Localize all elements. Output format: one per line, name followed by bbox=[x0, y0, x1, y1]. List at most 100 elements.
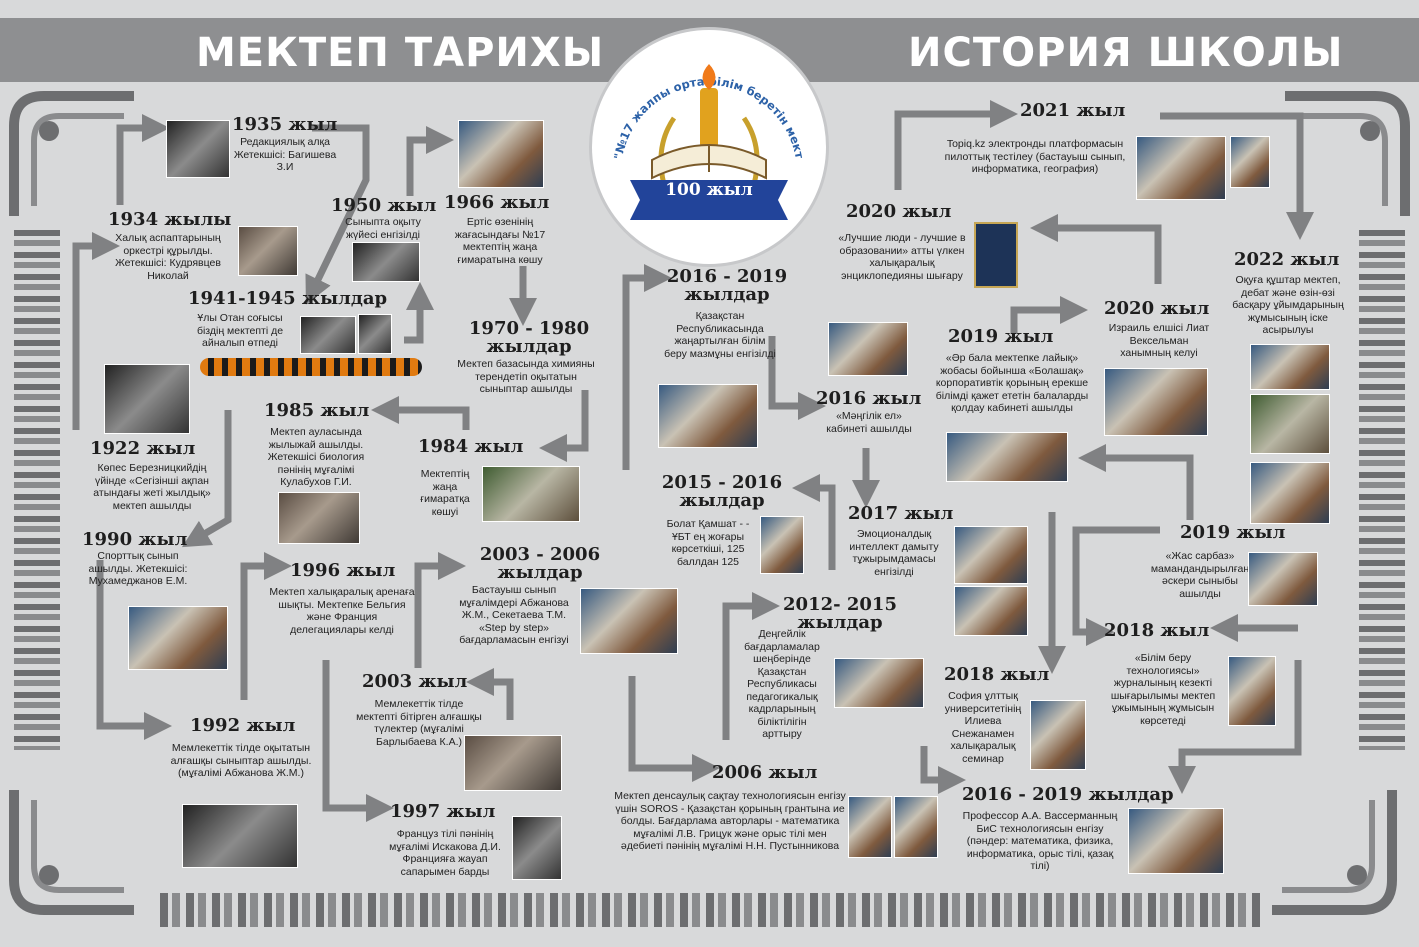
event-text-2020-b: Израиль елшісі Лиат Вексельман ханымның … bbox=[1108, 322, 1210, 359]
photo-graduates-2003 bbox=[464, 735, 562, 791]
year-2016-2019-a: 2016 - 2019 жылдар bbox=[666, 266, 788, 305]
photo-students-2022-c bbox=[1250, 462, 1330, 524]
photo-new-building-1984 bbox=[482, 466, 580, 522]
year-1992: 1992 жыл bbox=[190, 715, 296, 736]
year-1950: 1950 жыл bbox=[331, 195, 437, 216]
year-2018-b: 2018 жыл bbox=[1104, 620, 1210, 641]
event-text-1997: Француз тілі пәнінің мұғалімі Искакова Д… bbox=[389, 828, 501, 878]
year-1934: 1934 жылы bbox=[108, 209, 232, 230]
year-2018-a: 2018 жыл bbox=[944, 664, 1050, 685]
event-text-2022: Оқуға құштар мектеп, дебат және өзін-өзі… bbox=[1232, 274, 1344, 336]
year-1941-1945: 1941-1945 жылдар bbox=[188, 288, 388, 309]
photo-students-2022-b bbox=[1250, 394, 1330, 454]
event-text-1966: Ертіс өзенінің жағасындағы №17 мектептің… bbox=[454, 216, 546, 266]
event-text-1984: Мектептің жаңа ғимаратқа көшуі bbox=[420, 468, 470, 518]
year-1984: 1984 жыл bbox=[418, 436, 524, 457]
photo-building-1966 bbox=[458, 120, 544, 188]
event-text-2003-2006: Бастауыш сынып мұғалімдері Абжанова Ж.М.… bbox=[459, 584, 569, 646]
photo-teacher-1997 bbox=[512, 816, 562, 880]
school-logo: "№17 жалпы орта білім беретін мектебі" К… bbox=[586, 19, 826, 264]
year-1922: 1922 жыл bbox=[90, 438, 196, 459]
year-1996: 1996 жыл bbox=[290, 560, 396, 581]
event-text-2019-b: «Жас сарбаз» мамандандырылған әскери сын… bbox=[1150, 550, 1250, 600]
photo-class-1992 bbox=[182, 804, 298, 868]
year-1970-1980: 1970 - 1980 жылдар bbox=[468, 318, 590, 357]
photo-sport-class-1990 bbox=[128, 606, 228, 670]
photo-seminar-2018 bbox=[1030, 700, 1086, 770]
year-2021: 2021 жыл bbox=[1020, 100, 1126, 121]
photo-teacher-2006-a bbox=[848, 796, 892, 858]
title-russian: ИСТОРИЯ ШКОЛЫ bbox=[908, 30, 1344, 76]
photo-war-2 bbox=[358, 314, 392, 354]
event-text-1934: Халық аспаптарының оркестрі құрылды. Жет… bbox=[115, 232, 221, 282]
photo-pupils-2016 bbox=[658, 384, 758, 448]
photo-greenhouse-1985 bbox=[278, 492, 360, 544]
photo-tablet-2021 bbox=[1230, 136, 1270, 188]
photo-cabinet-2019 bbox=[946, 432, 1068, 482]
year-2012-2015: 2012- 2015 жылдар bbox=[783, 594, 897, 633]
event-text-1990: Спорттық сынып ашылды. Жетекшісі: Мухаме… bbox=[88, 550, 188, 587]
event-text-2016: «Мәңгілік ел» кабинеті ашылды bbox=[826, 410, 912, 435]
photo-house-1922 bbox=[104, 364, 190, 434]
year-2020-b: 2020 жыл bbox=[1104, 298, 1210, 319]
bottom-ornament-border bbox=[160, 893, 1260, 927]
logo-arc-text: "№17 жалпы орта білім беретін мектебі" К… bbox=[586, 19, 806, 161]
year-2017: 2017 жыл bbox=[848, 503, 954, 524]
ornament-corner-icon bbox=[9, 91, 134, 216]
event-text-2016-2019-c: Профессор А.А. Вассерманның БиС технолог… bbox=[962, 810, 1118, 872]
event-text-1941-1945: Ұлы Отан соғысы біздің мектепті де айнал… bbox=[196, 312, 284, 349]
photo-orchestra-1934 bbox=[238, 226, 298, 276]
year-2016-2019-c: 2016 - 2019 жылдар bbox=[962, 784, 1174, 805]
event-text-2016-2019-a: Қазақстан Республикасында жаңартылған бі… bbox=[664, 310, 776, 360]
ornament-corner-icon bbox=[1272, 790, 1397, 915]
year-1985: 1985 жыл bbox=[264, 400, 370, 421]
photo-orchestra-1935 bbox=[166, 120, 230, 178]
photo-classroom-2017-a bbox=[954, 526, 1028, 584]
year-2022: 2022 жыл bbox=[1234, 249, 1340, 270]
photo-classroom-2017-b bbox=[954, 586, 1028, 636]
event-text-1992: Мемлекеттік тілде оқытатын алғашқы сынып… bbox=[170, 742, 312, 779]
year-2019-b: 2019 жыл bbox=[1180, 522, 1286, 543]
event-text-2018-b: «Білім беру технологиясы» журналының кез… bbox=[1110, 652, 1216, 727]
left-ornament-border bbox=[14, 230, 60, 750]
svg-text:"№17 жалпы орта білім беретін: "№17 жалпы орта білім беретін мектебі" К… bbox=[592, 30, 807, 161]
event-text-2006: Мектеп денсаулық сақтау технологиясын ен… bbox=[614, 790, 846, 852]
photo-student-2015 bbox=[760, 516, 804, 574]
event-text-1996: Мектеп халықаралық аренаға шықты. Мектеп… bbox=[269, 586, 415, 636]
event-text-2020-a: «Лучшие люди - лучшие в образовании» атт… bbox=[838, 232, 966, 282]
photo-journal-2018 bbox=[1228, 656, 1276, 726]
right-ornament-border bbox=[1359, 230, 1405, 750]
year-1966: 1966 жыл bbox=[444, 192, 550, 213]
event-text-2017: Эмоционалдық интеллект дамыту тұжырымдам… bbox=[849, 528, 939, 578]
ornament-corner-icon bbox=[1285, 91, 1410, 216]
photo-staff-2012 bbox=[834, 658, 924, 708]
photo-class-2016-2019 bbox=[1128, 808, 1224, 874]
event-text-2012-2015: Деңгейлік бағдарламалар шеңберінде Қазақ… bbox=[744, 628, 820, 740]
year-2020-a: 2020 жыл bbox=[846, 201, 952, 222]
encyclopedia-book-icon bbox=[974, 222, 1018, 288]
ornament-corner-icon bbox=[9, 790, 134, 915]
event-text-1970-1980: Мектеп базасында химияны терендетіп оқыт… bbox=[457, 358, 595, 395]
photo-students-2022-a bbox=[1250, 344, 1330, 390]
event-text-2021: Topiq.kz электронды платформасын пилотты… bbox=[944, 138, 1126, 175]
logo-ribbon-text: 100 жыл bbox=[665, 180, 753, 200]
year-1990: 1990 жыл bbox=[82, 529, 188, 550]
event-text-2019-a: «Әр бала мектепке лайық» жобасы бойынша … bbox=[935, 352, 1089, 414]
photo-cadets-2019 bbox=[1248, 552, 1318, 606]
title-kazakh: МЕКТЕП ТАРИХЫ bbox=[196, 30, 605, 76]
photo-class-1950 bbox=[352, 242, 420, 282]
photo-classroom-2016 bbox=[828, 322, 908, 376]
year-2015-2016: 2015 - 2016 жылдар bbox=[661, 472, 783, 511]
photo-war-1 bbox=[300, 316, 356, 354]
st-george-ribbon bbox=[200, 358, 422, 376]
year-2003: 2003 жыл bbox=[362, 671, 468, 692]
year-1935: 1935 жыл bbox=[232, 114, 338, 135]
photo-teacher-2006-b bbox=[894, 796, 938, 858]
event-text-2015-2016: Болат Қамшат - - ҰБТ ең жоғары көрсеткіш… bbox=[666, 518, 750, 568]
year-1997: 1997 жыл bbox=[390, 801, 496, 822]
year-2006: 2006 жыл bbox=[712, 762, 818, 783]
photo-ambassador-2020 bbox=[1104, 368, 1208, 436]
photo-class-2021 bbox=[1136, 136, 1226, 200]
